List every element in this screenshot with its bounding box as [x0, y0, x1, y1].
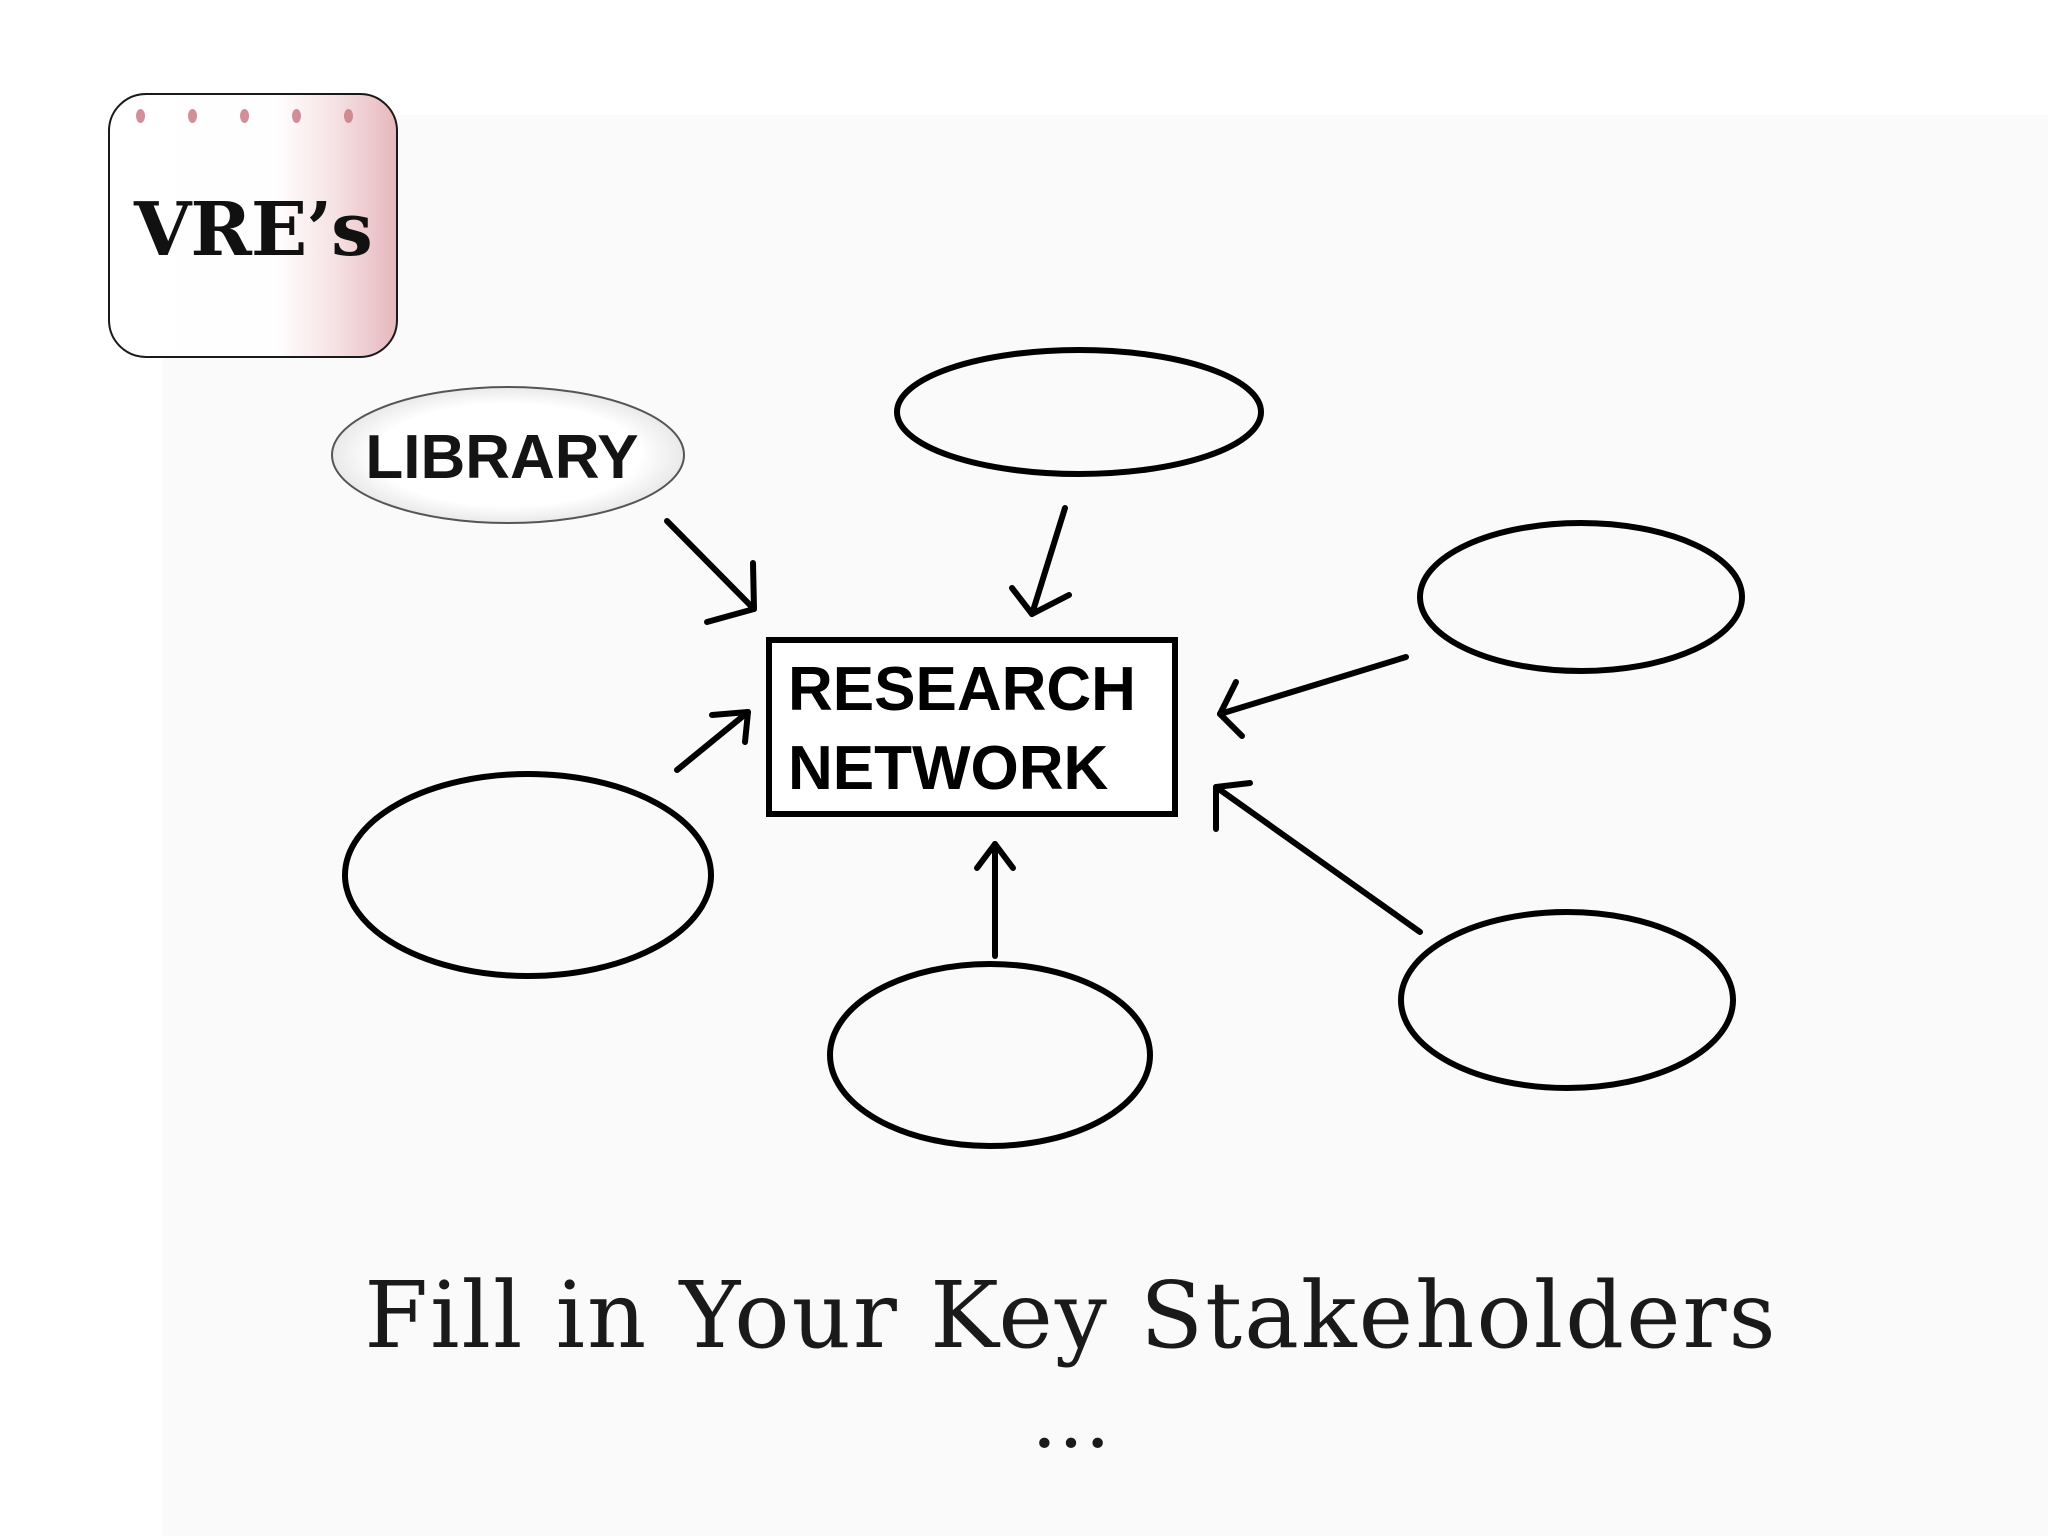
caption-ellipsis: …: [1031, 1373, 1111, 1466]
binding-dot: [188, 109, 197, 123]
center-label-line1: RESEARCH: [788, 655, 1136, 724]
binding-dot: [136, 109, 145, 123]
arrow-right-upper-to-center: [1217, 654, 1409, 739]
binding-dots: [136, 107, 376, 129]
binding-dot: [240, 109, 249, 123]
stakeholder-left-node: [342, 771, 714, 979]
stakeholder-right-upper-node: [1417, 520, 1745, 674]
vres-badge: VRE’s: [108, 93, 398, 358]
stakeholder-right-lower-node: [1398, 909, 1736, 1091]
research-network-node: RESEARCH NETWORK: [766, 637, 1178, 817]
arrow-left-to-center: [674, 709, 751, 773]
arrow-top-to-center: [1009, 505, 1072, 617]
arrow-library-to-center: [664, 518, 757, 625]
center-label-line2: NETWORK: [788, 734, 1109, 803]
stakeholder-top-node: [894, 347, 1264, 477]
stakeholder-bottom-node: [827, 961, 1153, 1149]
slide-caption: Fill in Your Key Stakeholders: [364, 1262, 1778, 1369]
binding-dot: [344, 109, 353, 123]
arrow-bottom-to-center: [974, 841, 1016, 959]
arrow-right-lower-to-center: [1213, 780, 1423, 935]
binding-dot: [292, 109, 301, 123]
library-node: LIBRARY: [331, 386, 685, 524]
badge-label: VRE’s: [134, 187, 373, 273]
library-label: LIBRARY: [365, 423, 638, 492]
